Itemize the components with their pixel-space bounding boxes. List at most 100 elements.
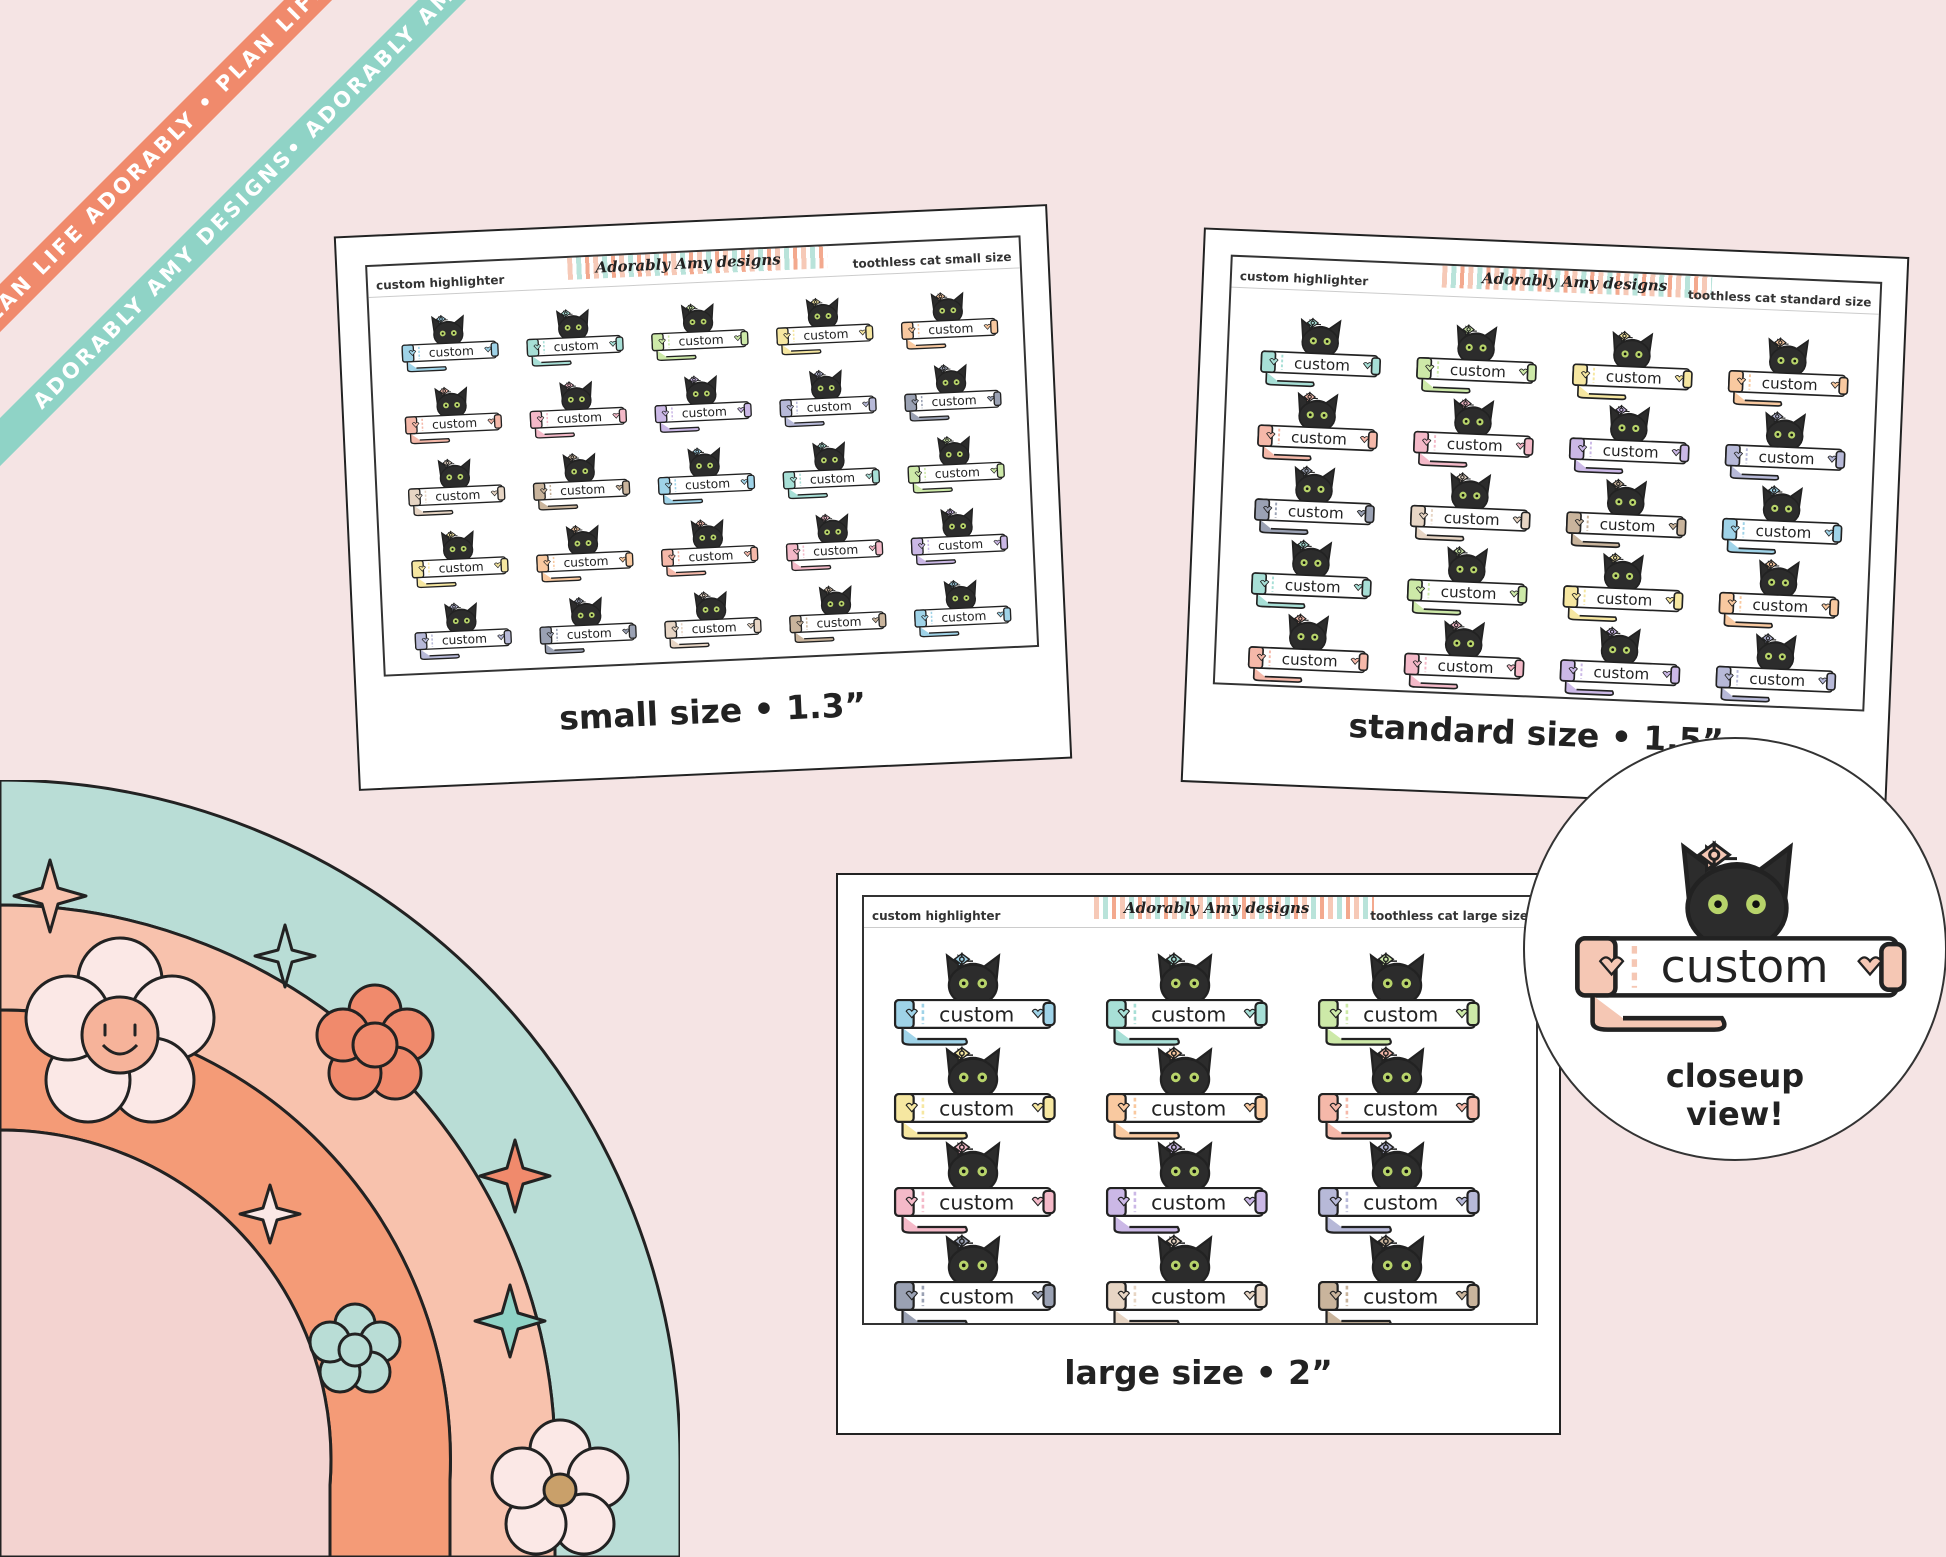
highlighter-sticker: custom (1555, 465, 1714, 549)
svg-text:custom: custom (1758, 448, 1815, 468)
sheet-right-title: toothless cat standard size (1687, 287, 1872, 310)
svg-text:custom: custom (1755, 522, 1812, 542)
highlighter-sticker: custom (641, 291, 769, 369)
highlighter-sticker: custom (1247, 378, 1406, 462)
sheet-left-title: custom highlighter (872, 909, 1001, 923)
standard-size-sheet: Adorably Amy designs custom highlighter … (1212, 254, 1883, 712)
highlighter-sticker: custom (900, 495, 1028, 573)
size-caption: small size • 1.3” (558, 684, 868, 738)
highlighter-sticker: custom (1092, 1031, 1304, 1140)
svg-text:custom: custom (1294, 354, 1351, 374)
svg-text:custom: custom (1363, 1190, 1438, 1214)
svg-text:custom: custom (1749, 670, 1806, 690)
svg-text:custom: custom (939, 1002, 1014, 1026)
svg-text:custom: custom (560, 482, 606, 498)
highlighter-sticker: custom (651, 507, 779, 585)
sparkle-icon (473, 1283, 547, 1359)
highlighter-sticker: custom (772, 429, 900, 507)
highlighter-sticker: custom (394, 374, 522, 452)
svg-text:custom: custom (685, 476, 731, 492)
svg-text:custom: custom (429, 344, 475, 360)
highlighter-sticker: custom (1396, 532, 1555, 616)
highlighter-sticker: custom (904, 567, 1032, 645)
highlighter-sticker: custom (1402, 384, 1561, 468)
highlighter-sticker: custom (1717, 323, 1876, 407)
highlighter-sticker: custom (891, 280, 1019, 358)
svg-text:custom: custom (1281, 650, 1338, 670)
svg-text:custom: custom (1363, 1096, 1438, 1120)
rainbow-decoration (0, 780, 680, 1557)
svg-text:custom: custom (691, 620, 737, 636)
highlighter-sticker: custom (880, 1125, 1092, 1234)
svg-text:custom: custom (432, 416, 478, 432)
highlighter-sticker: custom (1237, 599, 1396, 683)
highlighter-sticker: custom (766, 285, 894, 363)
small-size-sheet: Adorably Amy designs custom highlighter … (365, 235, 1040, 677)
highlighter-sticker: custom (647, 435, 775, 513)
highlighter-sticker: custom (1304, 937, 1516, 1046)
highlighter-sticker: custom (516, 297, 644, 375)
highlighter-sticker: custom (779, 573, 907, 651)
highlighter-sticker: custom (897, 423, 1025, 501)
svg-text:custom: custom (803, 327, 849, 343)
svg-text:custom: custom (553, 338, 599, 354)
highlighter-sticker: custom (880, 1219, 1092, 1323)
highlighter-sticker: custom (1399, 458, 1558, 542)
svg-text:custom: custom (1443, 509, 1500, 529)
svg-text:custom: custom (1596, 589, 1653, 609)
svg-text:custom: custom (435, 488, 481, 504)
svg-text:custom: custom (938, 537, 984, 553)
sticker-grid: custom custom (880, 937, 1516, 1323)
svg-text:custom: custom (557, 410, 603, 426)
highlighter-sticker: custom (1406, 310, 1565, 394)
sheet-left-title: custom highlighter (375, 272, 505, 293)
large-size-sheet: Adorably Amy designs custom highlighter … (862, 895, 1538, 1325)
highlighter-sticker: custom (1092, 1125, 1304, 1234)
svg-text:custom: custom (1288, 502, 1345, 522)
svg-text:custom: custom (939, 1284, 1014, 1308)
svg-text:custom: custom (1363, 1002, 1438, 1026)
highlighter-sticker: custom (1304, 1219, 1516, 1323)
svg-text:custom: custom (1761, 374, 1818, 394)
highlighter-sticker: custom (391, 302, 519, 380)
highlighter-sticker: custom (1561, 317, 1720, 401)
svg-text:custom: custom (442, 632, 488, 648)
highlighter-sticker: custom (1552, 538, 1711, 623)
mint-flower-icon (308, 1302, 402, 1394)
svg-text:custom: custom (1363, 1284, 1438, 1308)
highlighter-sticker: custom (519, 369, 647, 447)
highlighter-sticker: custom (401, 518, 529, 596)
svg-text:custom: custom (688, 548, 734, 564)
size-caption: large size • 2” (1064, 1353, 1333, 1392)
brand-logo: Adorably Amy designs (1124, 899, 1310, 917)
sheet-right-title: toothless cat small size (852, 249, 1012, 271)
sheet-right-title: toothless cat large size (1370, 909, 1528, 923)
highlighter-sticker: custom (1092, 937, 1304, 1046)
svg-text:custom: custom (563, 554, 609, 570)
daisy-flower-icon (490, 1418, 630, 1556)
svg-text:custom: custom (1599, 515, 1656, 535)
highlighter-sticker: custom (894, 352, 1022, 430)
highlighter-sticker: custom (880, 937, 1092, 1046)
highlighter-sticker: custom (1393, 606, 1552, 690)
highlighter-sticker: custom (1243, 451, 1402, 536)
highlighter-sticker: custom (398, 446, 526, 524)
svg-text:custom: custom (1593, 663, 1650, 683)
svg-text:custom: custom (935, 465, 981, 481)
highlighter-sticker: custom (880, 1031, 1092, 1140)
svg-text:custom: custom (939, 1096, 1014, 1120)
svg-text:custom: custom (813, 543, 859, 559)
svg-text:custom: custom (1440, 583, 1497, 603)
highlighter-sticker: custom (1549, 612, 1708, 696)
svg-text:custom: custom (810, 471, 856, 487)
highlighter-sticker: custom (644, 363, 772, 441)
closeup-view: custom closeup view! (1523, 737, 1946, 1161)
small-size-card: Adorably Amy designs custom highlighter … (333, 204, 1073, 791)
highlighter-sticker: custom (775, 501, 903, 579)
svg-text:custom: custom (816, 615, 862, 631)
svg-text:custom: custom (806, 399, 852, 415)
svg-text:custom: custom (1151, 1190, 1226, 1214)
svg-text:custom: custom (1151, 1284, 1226, 1308)
smiley-flower-icon (24, 936, 216, 1124)
svg-text:custom: custom (939, 1190, 1014, 1214)
